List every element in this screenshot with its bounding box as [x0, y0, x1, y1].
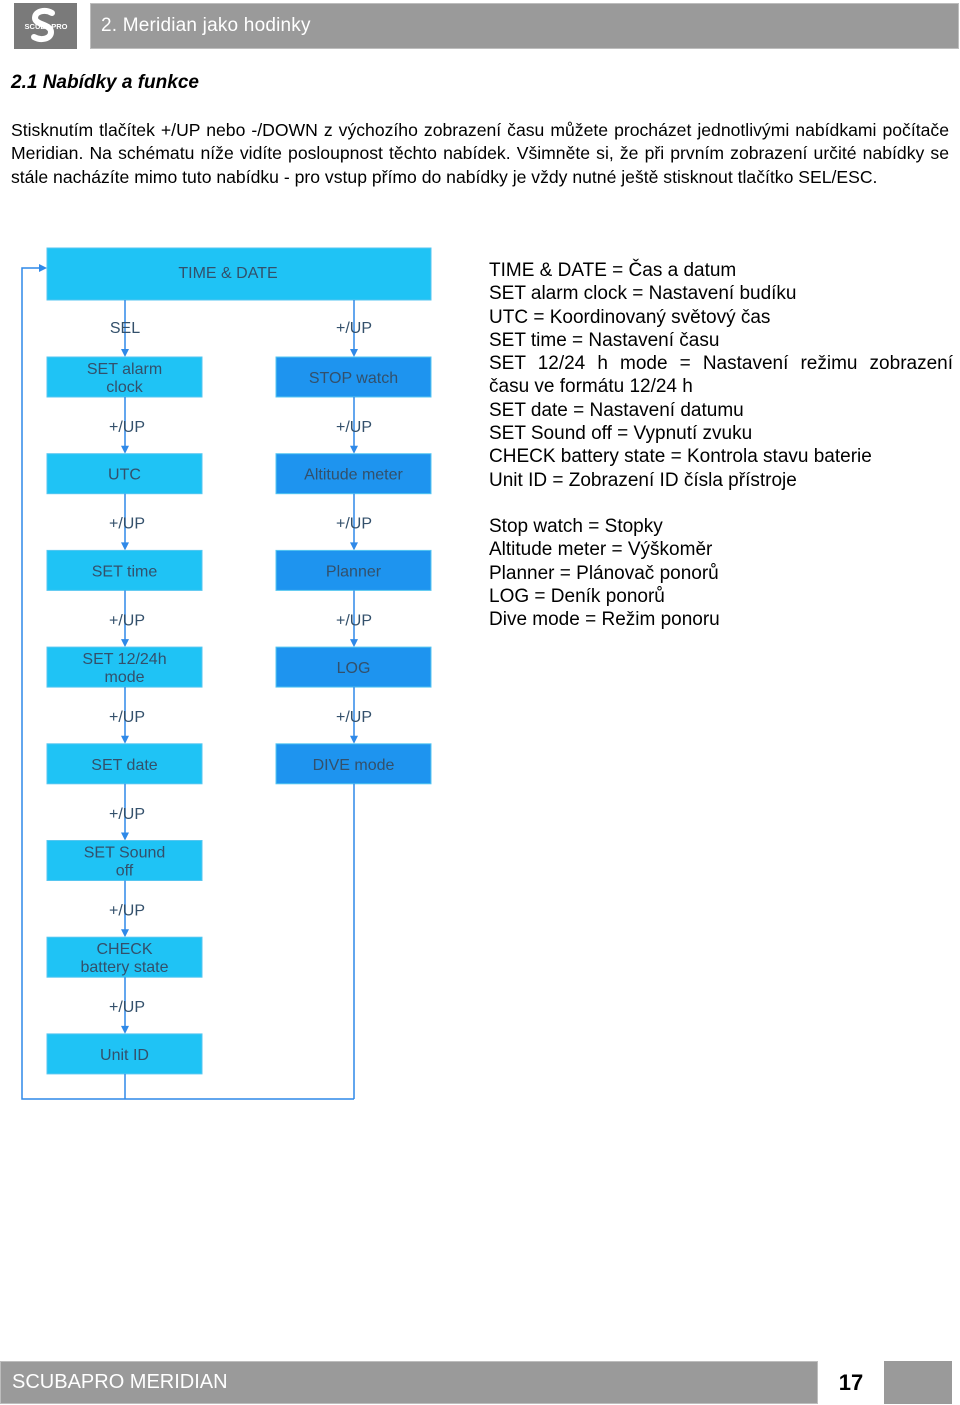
right-menu-box-label: STOP watch — [309, 370, 398, 387]
arrow-label-up: +/UP — [109, 999, 145, 1016]
arrow-label-up: +/UP — [336, 320, 372, 337]
arrow-label-up: +/UP — [109, 806, 145, 823]
legend-line: Planner = Plánovač ponorů — [489, 562, 719, 584]
page-number: 17 — [838, 1369, 864, 1395]
legend-line: LOG = Deník ponorů — [489, 585, 665, 607]
left-menu-box — [46, 549, 203, 591]
arrow-label-up: +/UP — [109, 516, 145, 533]
right-menu-box — [275, 549, 432, 591]
left-menu-box-label: off — [116, 863, 134, 880]
left-menu-box-label: SET 12/24h — [82, 651, 166, 668]
legend-line: SET alarm clock = Nastavení budíku — [489, 283, 797, 305]
legend-line: SET date = Nastavení datumu — [489, 399, 744, 421]
left-arrow-head — [121, 735, 129, 744]
legend-line: UTC = Koordinovaný světový čas — [489, 306, 771, 328]
left-arrow-head — [121, 349, 129, 357]
footer-decoration — [884, 1361, 952, 1404]
left-arrow-head — [121, 445, 129, 454]
header-bar: 2. Meridian jako hodinky — [90, 3, 959, 49]
arrow-label-up: +/UP — [336, 516, 372, 533]
return-line — [21, 267, 354, 1100]
left-menu-box-label: SET Sound — [84, 845, 166, 862]
right-menu-box-label: LOG — [337, 660, 371, 677]
return-arrow-head — [39, 264, 47, 272]
left-arrow-head — [121, 542, 129, 551]
scubapro-logo: SCUBAPRO — [14, 3, 77, 49]
legend: TIME & DATE = Čas a datum SET alarm cloc… — [489, 259, 953, 631]
right-menu-box — [275, 356, 432, 398]
left-menu-box-label: clock — [106, 379, 143, 396]
legend-line: Dive mode = Režim ponoru — [489, 609, 720, 631]
chapter-title: 2. Meridian jako hodinky — [101, 15, 311, 36]
left-arrow-head — [121, 1025, 129, 1034]
left-menu-box — [46, 1033, 203, 1075]
right-menu-box-label: DIVE mode — [313, 757, 395, 774]
right-arrow-head — [350, 735, 358, 744]
arrow-label-up: +/UP — [336, 612, 372, 629]
legend-line: CHECK battery state = Kontrola stavu bat… — [489, 446, 872, 468]
right-menu-box — [275, 743, 432, 785]
legend-line: času ve formátu 12/24 h — [489, 376, 693, 398]
left-arrow-head — [121, 639, 129, 648]
left-menu-box-label: Unit ID — [100, 1047, 149, 1064]
arrow-label-up: +/UP — [109, 709, 145, 726]
footer-title: SCUBAPRO MERIDIAN — [12, 1371, 228, 1393]
left-menu-box-label: SET alarm — [87, 361, 162, 378]
scubapro-logo-icon: SCUBAPRO — [24, 7, 67, 43]
legend-line: TIME & DATE = Čas a datum — [489, 260, 737, 281]
time-date-label: TIME & DATE — [178, 265, 277, 282]
legend-line: SET time = Nastavení času — [489, 329, 720, 351]
left-menu-box-label: UTC — [108, 467, 141, 484]
legend-line: SET Sound off = Vypnutí zvuku — [489, 423, 753, 445]
right-arrow-head — [350, 349, 358, 357]
arrow-label-up: +/UP — [336, 709, 372, 726]
arrow-label-up: +/UP — [109, 612, 145, 629]
section-title: 2.1 Nabídky a funkce — [11, 72, 199, 93]
left-menu-box — [46, 646, 203, 688]
legend-line: Altitude meter = Výškoměr — [489, 539, 713, 561]
legend-line: SET 12/24 h mode = Nastavení režimu zobr… — [489, 353, 953, 375]
arrow-label-sel: SEL — [110, 320, 140, 337]
legend-line: Unit ID = Zobrazení ID čísla přístroje — [489, 469, 797, 491]
right-arrow-head — [350, 639, 358, 648]
arrow-label-up: +/UP — [109, 419, 145, 436]
left-arrow-head — [121, 929, 129, 938]
left-menu-box-label: CHECK — [96, 941, 152, 958]
left-menu-box — [46, 840, 203, 881]
left-menu-box-label: mode — [104, 669, 144, 686]
right-menu-box — [275, 646, 432, 688]
logo-text: SCUBAPRO — [24, 22, 67, 31]
footer-bar: SCUBAPRO MERIDIAN — [0, 1361, 818, 1404]
left-arrow-head — [121, 832, 129, 841]
right-menu-box-label: Altitude meter — [304, 467, 403, 484]
left-menu-box — [46, 356, 203, 398]
left-menu-box-label: SET time — [92, 563, 158, 580]
left-menu-box — [46, 743, 203, 785]
arrow-label-up: +/UP — [336, 419, 372, 436]
time-date-box — [46, 247, 432, 301]
arrow-label-up: +/UP — [109, 903, 145, 920]
left-menu-box — [46, 453, 203, 495]
intro-paragraph: Stisknutím tlačítek +/UP nebo -/DOWN z v… — [11, 120, 949, 187]
left-menu-box-label: SET date — [91, 757, 158, 774]
left-menu-box-label: battery state — [80, 959, 168, 976]
right-arrow-head — [350, 445, 358, 454]
right-arrow-head — [350, 542, 358, 551]
right-menu-box-label: Planner — [326, 563, 382, 580]
left-menu-box — [46, 936, 203, 978]
legend-line: Stop watch = Stopky — [489, 515, 663, 537]
